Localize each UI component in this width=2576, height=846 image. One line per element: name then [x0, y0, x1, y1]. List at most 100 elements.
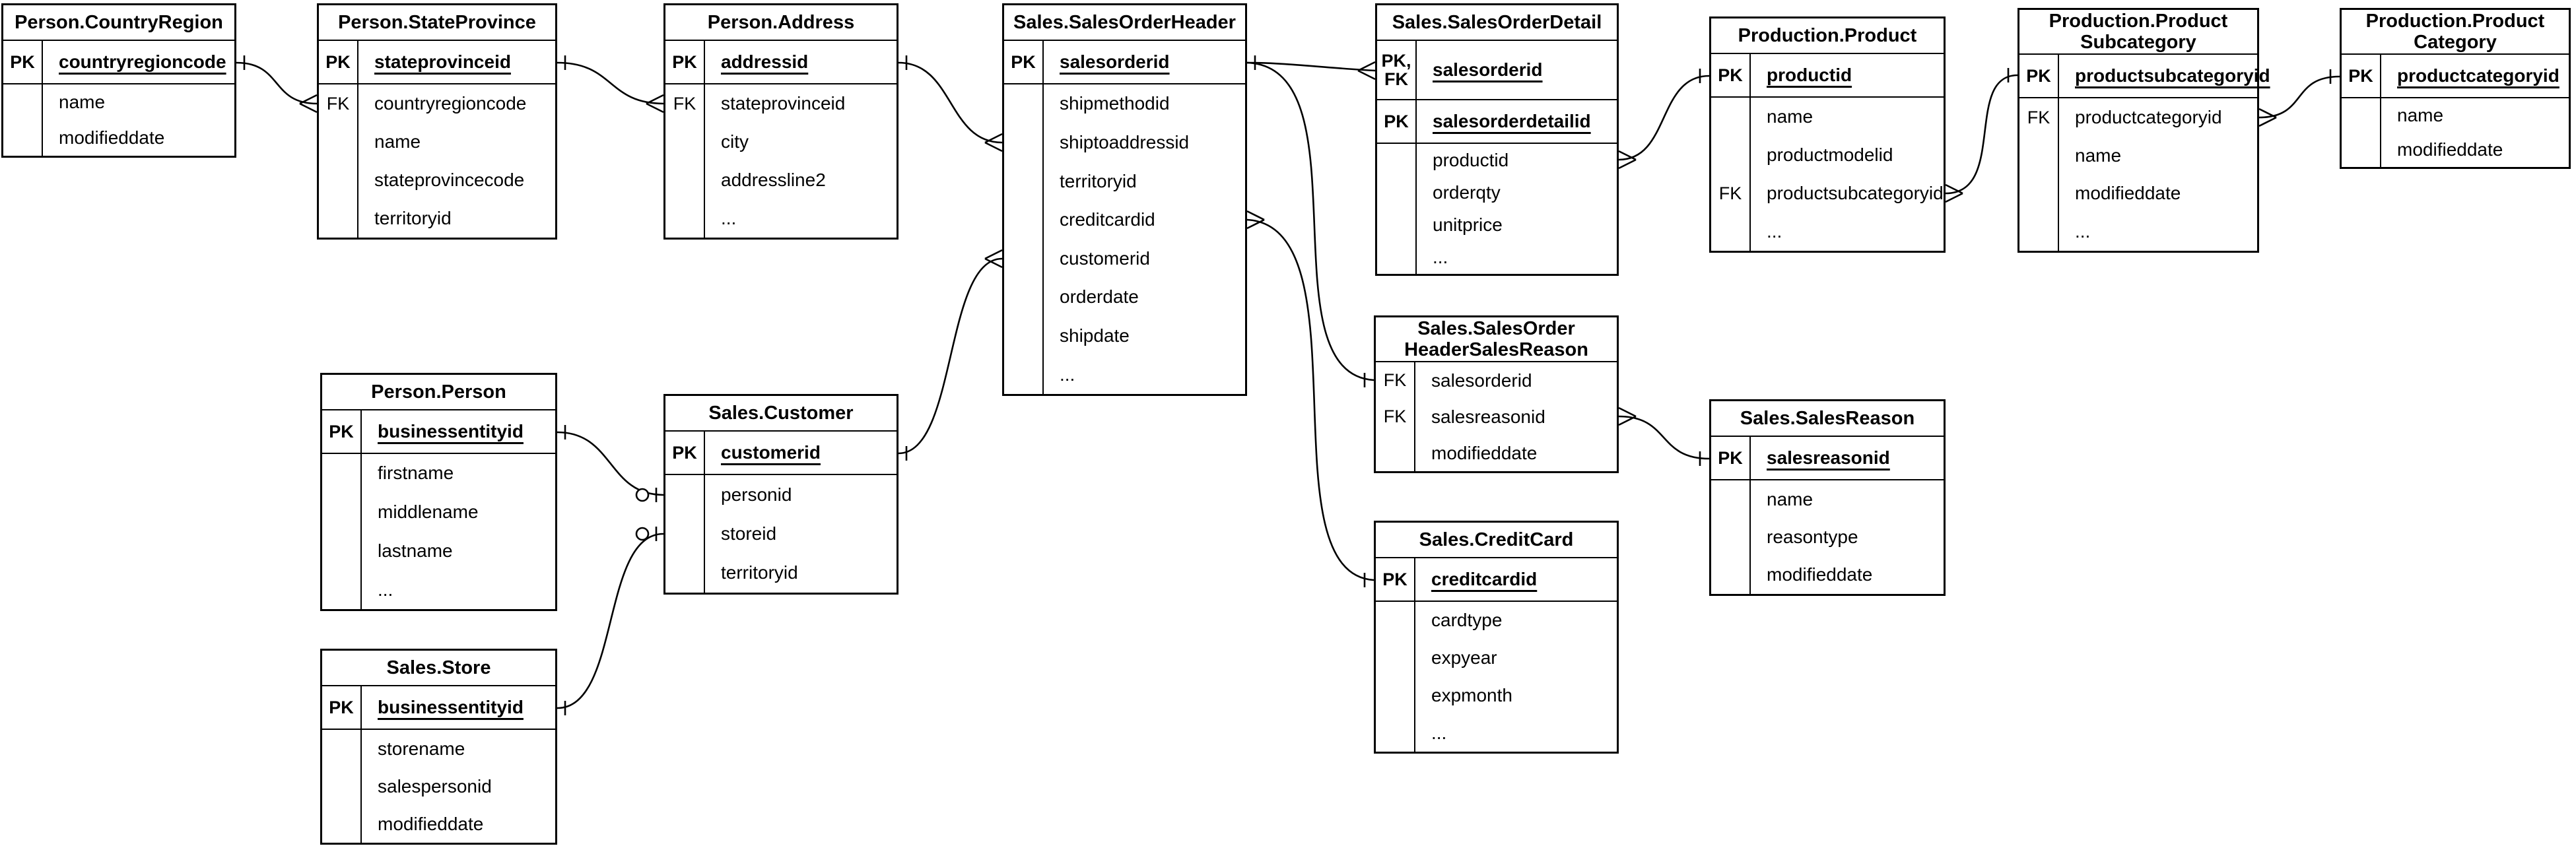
key-label [1376, 602, 1415, 639]
key-label [1004, 355, 1044, 394]
field-row-ellipsis: ... [1377, 241, 1617, 274]
field-row-name: name [1711, 98, 1944, 136]
key-label [665, 161, 705, 199]
relationship-address-salesorderheader [898, 55, 1003, 152]
key-label [1711, 98, 1751, 136]
field-row-lastname: lastname [322, 531, 555, 571]
table-title: Sales.Store [322, 651, 555, 686]
key-label [1004, 316, 1044, 356]
relationship-salesorderheader-salesorderdetail [1246, 55, 1376, 81]
zero-or-one-circle-marker [635, 488, 650, 502]
field-row-modifieddate: modifieddate [3, 120, 234, 156]
relationship-product-productsubcategory [1945, 68, 2018, 203]
many-crowfoot-marker [984, 133, 1003, 152]
field-row-modifieddate: modifieddate [1376, 435, 1617, 471]
field-row-ellipsis: ... [1376, 714, 1617, 752]
field-row-ellipsis: ... [2019, 212, 2257, 251]
field-row-storeid: storeid [665, 514, 897, 554]
key-label [665, 514, 705, 554]
key-label: PK [322, 686, 362, 729]
field-name: storename [378, 738, 465, 759]
key-label: FK [319, 84, 358, 123]
field-row-productsubcategoryid: PK productsubcategoryid [2019, 55, 2270, 98]
key-label [1004, 84, 1044, 123]
field-name: modifieddate [2397, 139, 2503, 160]
key-label [322, 767, 362, 805]
relationship-headersalesreason-salesreason [1618, 407, 1710, 466]
key-label [665, 475, 705, 515]
many-crowfoot-marker [1945, 183, 1963, 203]
key-label: FK [1711, 174, 1751, 212]
field-name: territoryid [721, 562, 798, 583]
many-crowfoot-marker [1246, 210, 1265, 230]
key-label: PK [665, 41, 705, 83]
key-label [665, 123, 705, 161]
key-label [1376, 639, 1415, 677]
key-label [1004, 278, 1044, 317]
key-label [665, 553, 705, 593]
field-name: shipdate [1060, 325, 1130, 346]
key-label: FK [1376, 362, 1415, 399]
key-label [1376, 714, 1415, 752]
key-label [1004, 162, 1044, 201]
key-label [1711, 480, 1751, 519]
field-name: lastname [378, 540, 453, 561]
field-row-shiptoaddressid: shiptoaddressid [1004, 123, 1245, 162]
key-label: PK [2019, 55, 2059, 97]
field-name: ... [378, 579, 393, 600]
field-name: shiptoaddressid [1060, 131, 1190, 152]
field-name: countryregioncode [59, 51, 226, 72]
field-name: productsubcategoryid [1767, 183, 1944, 203]
key-label [319, 161, 358, 199]
key-label [1376, 676, 1415, 715]
key-label [322, 570, 362, 609]
field-name: modifieddate [2075, 183, 2181, 204]
field-name: productsubcategoryid [2075, 65, 2270, 86]
field-name: name [1767, 106, 1813, 127]
field-name: salespersonid [378, 775, 492, 797]
field-row-unitprice: unitprice [1377, 209, 1617, 242]
field-name: productcategoryid [2397, 65, 2559, 86]
field-row-salespersonid: salespersonid [322, 767, 555, 805]
relationship-line [557, 61, 664, 105]
field-name: ... [721, 208, 737, 228]
field-row-middlename: middlename [322, 492, 555, 532]
field-name: name [1767, 488, 1813, 509]
table-title: Sales.Customer [665, 396, 897, 432]
relationship-customer-salesorderheader [898, 249, 1003, 461]
field-name: expmonth [1431, 684, 1512, 705]
field-row-name: name [1711, 480, 1944, 519]
key-label [1377, 209, 1417, 242]
key-label [2019, 174, 2059, 213]
key-label [1004, 239, 1044, 278]
field-row-firstname: firstname [322, 454, 555, 493]
field-name: modifieddate [59, 127, 165, 148]
field-name: unitprice [1433, 214, 1503, 236]
field-row-name: name [2342, 98, 2569, 133]
key-label [322, 531, 362, 571]
field-row-cardtype: cardtype [1376, 602, 1617, 639]
field-row-name: name [3, 84, 234, 120]
key-label: PK [1711, 437, 1751, 479]
field-name: productid [1433, 149, 1509, 170]
field-row-modifieddate: modifieddate [1711, 556, 1944, 594]
field-name: salesreasonid [1767, 447, 1890, 468]
key-label: FK [2019, 98, 2059, 137]
relationship-line [557, 431, 664, 496]
field-name: firstname [378, 463, 454, 484]
table-title: Person.StateProvince [319, 5, 555, 41]
field-name: customerid [1060, 247, 1150, 269]
field-name: stateprovincecode [374, 170, 525, 190]
